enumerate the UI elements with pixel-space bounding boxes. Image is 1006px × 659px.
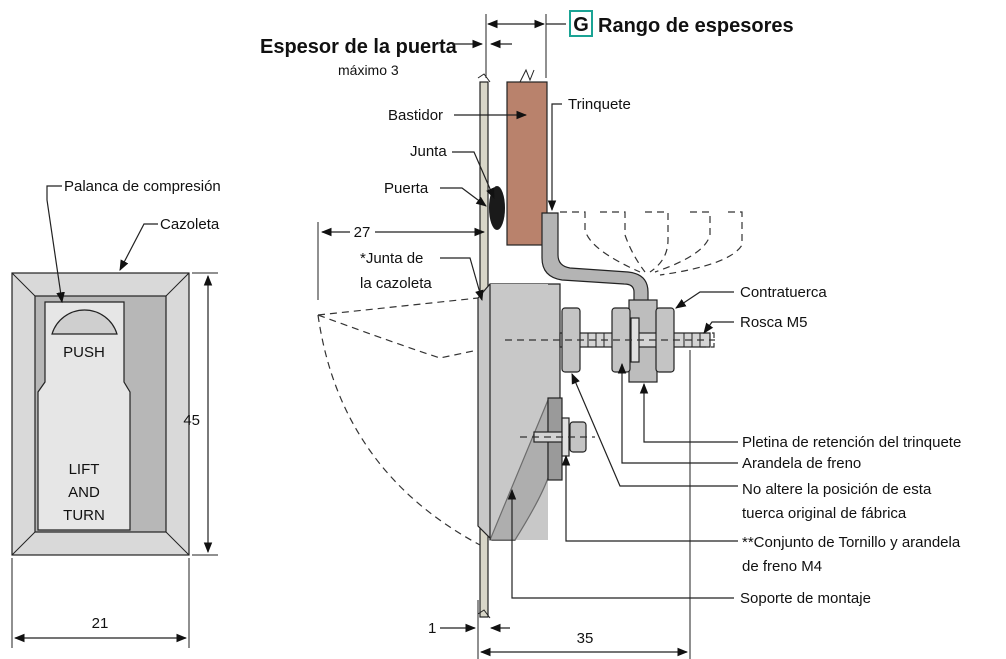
frame-label: Bastidor (388, 107, 443, 124)
nut-note-label-1: No altere la posición de esta (742, 481, 932, 498)
range-badge-letter: G (573, 14, 589, 36)
locknut-label: Contratuerca (740, 284, 827, 301)
range-title: Rango de espesores (598, 15, 794, 37)
dim-1: 1 (428, 620, 436, 637)
frame (506, 81, 548, 246)
retainer-label: Pletina de retención del trinquete (742, 434, 961, 451)
lock-washer-label: Arandela de freno (742, 455, 861, 472)
bracket-label: Soporte de montaje (740, 590, 871, 607)
compression-lever (37, 301, 131, 531)
door-thickness-label: Espesor de la puerta (260, 36, 458, 58)
range-badge (569, 10, 593, 37)
door-swing-arc (317, 314, 481, 546)
pawl-swing-paths (560, 211, 743, 276)
side-view: G Rango de espesores Espesor de la puert… (260, 10, 961, 659)
cup-label: Cazoleta (160, 216, 220, 233)
pawl-label: Trinquete (568, 96, 631, 113)
front-view: PUSH LIFT AND TURN Palanca de compresión… (11, 178, 221, 648)
push-text: PUSH (63, 344, 105, 361)
cup-gasket-label-2: la cazoleta (360, 275, 432, 292)
cup-gasket-label-1: *Junta de (360, 250, 423, 267)
lever-label: Palanca de compresión (64, 178, 221, 195)
and-text: AND (68, 484, 100, 501)
nut-note-label-2: tuerca original de fábrica (742, 505, 907, 522)
screw-label-2: de freno M4 (742, 558, 822, 575)
door-thickness-max: máximo 3 (338, 62, 399, 78)
turn-text: TURN (63, 507, 105, 524)
door-label: Puerta (384, 180, 429, 197)
height-dimension: 45 (183, 412, 200, 429)
thread-label: Rosca M5 (740, 314, 808, 331)
gasket-label: Junta (410, 143, 447, 160)
dim-27: 27 (354, 224, 371, 241)
dim-35: 35 (577, 630, 594, 647)
screw-label-1: **Conjunto de Tornillo y arandela (742, 534, 961, 551)
width-dimension: 21 (92, 615, 109, 632)
lift-text: LIFT (69, 461, 100, 478)
